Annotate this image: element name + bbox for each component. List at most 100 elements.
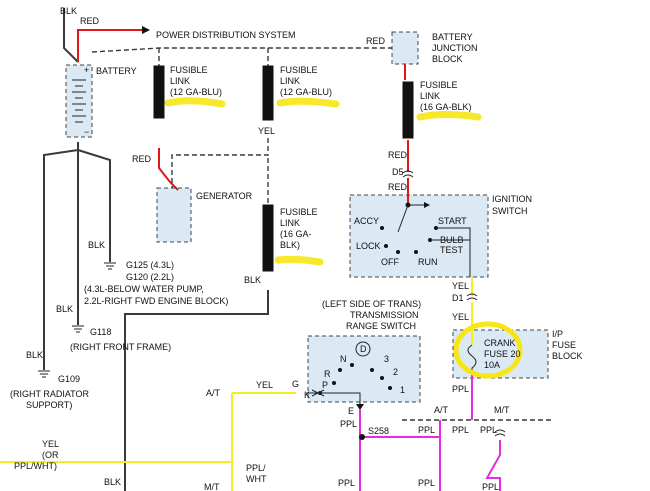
- label-g109-note-2: SUPPORT): [26, 400, 72, 410]
- label-gear-3: 3: [384, 354, 389, 364]
- label-blk-g109: BLK: [26, 350, 43, 360]
- label-blk-bottom: BLK: [104, 477, 121, 487]
- wire-blk-top: [63, 8, 79, 63]
- splice-s258: [359, 434, 365, 440]
- label-fl4-1: FUSIBLE: [280, 207, 318, 217]
- label-trans-3: RANGE SWITCH: [346, 321, 416, 331]
- label-gear-2: 2: [393, 367, 398, 377]
- label-ip-1: I/P: [552, 329, 563, 339]
- connector-d5: [402, 170, 414, 178]
- label-gear-1: 1: [400, 385, 405, 395]
- highlight-fl2: [276, 97, 340, 108]
- label-gear-r: R: [324, 369, 331, 379]
- battery-junction-block-box: [391, 31, 419, 65]
- label-blk-g118: BLK: [56, 304, 73, 314]
- wire-red-generator: [158, 148, 179, 191]
- label-fl4-3: (16 GA-: [280, 229, 312, 239]
- label-ppl-wht-1: PPL/: [246, 463, 266, 473]
- label-bulb: BULB: [440, 235, 464, 245]
- label-ppl-b3: PPL: [482, 482, 499, 491]
- battery-box: [65, 64, 93, 138]
- label-fl2-1: FUSIBLE: [280, 65, 318, 75]
- bus-dashed-gen: [171, 138, 269, 188]
- fusible-link-3: [402, 81, 414, 139]
- label-ip-2: FUSE: [552, 340, 576, 350]
- label-at-right: A/T: [434, 405, 449, 415]
- label-test: TEST: [440, 245, 464, 255]
- label-g109-note-1: (RIGHT RADIATOR: [10, 389, 90, 399]
- label-ppl-s258: PPL: [418, 425, 435, 435]
- label-10a: 10A: [484, 360, 500, 370]
- fusible-link-4: [262, 204, 274, 272]
- bus-dashed-top: [91, 47, 392, 53]
- label-ip-3: BLOCK: [552, 351, 583, 361]
- label-battery-minus: −: [84, 127, 89, 137]
- label-fl3-3: (16 GA-BLK): [420, 102, 472, 112]
- ignition-switch-box: [349, 194, 489, 278]
- label-bjb-3: BLOCK: [432, 54, 463, 64]
- battery-cells: [72, 79, 86, 123]
- label-g125: G125 (4.3L): [126, 260, 174, 270]
- connector-d1: [466, 293, 478, 301]
- label-pin-k: K: [304, 390, 310, 400]
- label-crank: CRANK: [484, 338, 516, 348]
- label-g-note-2: 2.2L-RIGHT FWD ENGINE BLOCK): [84, 296, 228, 306]
- label-g118: G118: [90, 327, 111, 337]
- label-mt-right: M/T: [494, 405, 510, 415]
- label-ppl-at: PPL: [452, 425, 469, 435]
- wire-blk-g109: [43, 142, 79, 370]
- label-gear-n: N: [340, 354, 347, 364]
- label-battery-plus: +: [84, 65, 89, 75]
- label-yel-at: YEL: [256, 380, 273, 390]
- label-yel-d1: YEL: [452, 281, 469, 291]
- label-blk-fl4: BLK: [244, 275, 261, 285]
- fusible-link-2: [262, 65, 274, 121]
- wire-ppl-mt: [485, 440, 501, 491]
- highlight-crank-circle: [453, 321, 523, 379]
- label-off: OFF: [381, 257, 399, 267]
- crank-fuse-element: [467, 344, 477, 372]
- label-fl4-4: BLK): [280, 240, 300, 250]
- label-ppl-wht-2: WHT: [246, 474, 267, 484]
- label-lock: LOCK: [356, 241, 381, 251]
- label-blk-top: BLK: [60, 6, 77, 16]
- label-d5: D5: [392, 167, 404, 177]
- label-fl2-3: (12 GA-BLU): [280, 87, 332, 97]
- label-d1: D1: [452, 293, 464, 303]
- label-s258: S258: [368, 426, 389, 436]
- label-run: RUN: [418, 257, 438, 267]
- label-gear-d: D: [360, 344, 367, 354]
- label-red-d5a: RED: [388, 150, 408, 160]
- label-fl2-2: LINK: [280, 76, 300, 86]
- label-g120: G120 (2.2L): [126, 272, 174, 282]
- label-power-distribution: POWER DISTRIBUTION SYSTEM: [156, 30, 296, 40]
- label-red-d5b: RED: [388, 182, 408, 192]
- label-g118-note: (RIGHT FRONT FRAME): [70, 342, 171, 352]
- ignition-switch-contacts: [380, 202, 471, 277]
- highlight-fl4: [274, 255, 324, 266]
- label-fl1-3: (12 GA-BLU): [170, 87, 222, 97]
- trans-range-switch-box: [307, 335, 421, 403]
- label-trans-2: TRANSMISSION: [350, 310, 419, 320]
- pds-arrow: [142, 26, 150, 34]
- label-pin-g: G: [292, 379, 299, 389]
- label-fl1-1: FUSIBLE: [170, 65, 208, 75]
- label-yel-fl2: YEL: [258, 126, 275, 136]
- label-fl4-2: LINK: [280, 218, 300, 228]
- trans-switch-contacts: [306, 341, 392, 410]
- label-yel-fuse: YEL: [452, 312, 469, 322]
- label-ppl-b2: PPL: [418, 478, 435, 488]
- generator-box: [156, 187, 192, 243]
- label-bjb-2: JUNCTION: [432, 43, 478, 53]
- label-yel-or-1: YEL: [42, 439, 59, 449]
- wire-blk-g125: [77, 149, 111, 262]
- label-generator: GENERATOR: [196, 191, 253, 201]
- label-pin-e: E: [348, 406, 354, 416]
- mt-connector: [494, 429, 506, 437]
- label-yel-or-2: (OR: [42, 450, 59, 460]
- label-red-gen: RED: [132, 154, 152, 164]
- label-red-top: RED: [80, 16, 100, 26]
- ground-g125: [104, 262, 116, 270]
- label-blk-g125: BLK: [88, 240, 105, 250]
